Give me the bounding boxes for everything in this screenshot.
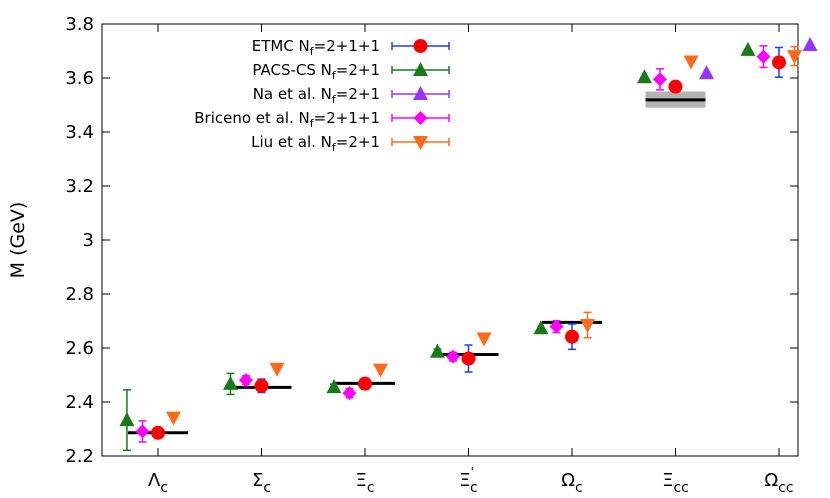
legend-sub: f (332, 141, 337, 154)
etmc-point (254, 378, 269, 393)
liu-et-al-point (787, 50, 803, 65)
liu-et-al-point (166, 411, 182, 426)
legend-prefix: ETMC N (252, 37, 310, 55)
y-tick-label: 3.2 (65, 176, 94, 197)
pacs-cs-point (740, 41, 756, 56)
category-base: Ξ (459, 470, 470, 491)
legend-suffix: =2+1 (336, 61, 380, 79)
category-sub: c (470, 480, 478, 496)
x-tick-label: Ωc (561, 470, 582, 496)
legend-label: ETMC Nf=2+1+1 (252, 37, 380, 58)
x-tick-label: Ωcc (764, 470, 793, 496)
legend-suffix: =2+1+1 (314, 109, 380, 127)
liu-et-al-point (476, 332, 492, 347)
x-tick-label: Λc (148, 470, 168, 496)
legend-label: PACS-CS Nf=2+1 (252, 61, 380, 82)
category-sub: cc (778, 480, 793, 496)
legend-sub: f (332, 93, 337, 106)
legend-sub: f (310, 117, 315, 130)
legend-label: Na et al. Nf=2+1 (253, 85, 380, 106)
liu-et-al-point (269, 362, 285, 377)
legend-suffix: =2+1+1 (314, 37, 380, 55)
category-sub: cc (673, 480, 688, 496)
x-tick-label: Σc (252, 470, 271, 496)
legend-sub: f (332, 69, 337, 82)
category-base: Ξ (662, 470, 673, 491)
category-base: Ω (764, 470, 778, 491)
category-base: Ξ (355, 470, 366, 491)
y-tick-label: 2.8 (65, 284, 94, 305)
category-sub: c (367, 480, 375, 496)
etmc-point (565, 329, 579, 344)
pacs-cs-point (119, 412, 135, 427)
x-tick-label: Ξ'c (459, 465, 477, 496)
y-tick-label: 2.6 (65, 338, 94, 359)
etmc-point (772, 55, 786, 70)
legend-suffix: =2+1 (336, 85, 380, 103)
pacs-cs-point (533, 320, 549, 335)
plot-frame (101, 23, 799, 457)
liu-et-al-point (373, 363, 389, 378)
na-et-al-point (699, 65, 715, 80)
briceno-et-al-point (445, 349, 460, 364)
legend-marker (413, 136, 428, 150)
pacs-cs-point (429, 343, 445, 358)
pacs-cs-point (222, 375, 238, 390)
legend-marker (413, 62, 428, 76)
legend-marker (413, 39, 428, 53)
y-tick-label: 3 (83, 230, 94, 251)
etmc-point (358, 376, 372, 391)
y-tick-label: 3.4 (65, 122, 94, 143)
etmc-point (461, 351, 476, 366)
x-tick-label: Ξcc (662, 470, 689, 496)
legend-prefix: Briceno et al. N (194, 109, 310, 127)
y-axis-title: M (GeV) (7, 202, 29, 279)
legend-prefix: Liu et al. N (251, 133, 332, 151)
etmc-point (668, 79, 683, 94)
pacs-cs-point (636, 69, 652, 84)
etmc-point (151, 425, 165, 440)
y-tick-label: 3.6 (65, 68, 94, 89)
legend-suffix: =2+1 (336, 133, 380, 151)
category-base: Σ (252, 470, 263, 491)
legend-prefix: PACS-CS N (252, 61, 331, 79)
pacs-cs-point (326, 379, 342, 394)
briceno-et-al-point (238, 373, 253, 388)
briceno-et-al-point (652, 72, 667, 87)
na-et-al-point (802, 37, 818, 52)
legend-marker (413, 86, 428, 100)
legend-sub: f (310, 45, 315, 58)
legend-prefix: Na et al. N (253, 85, 332, 103)
category-sup: ' (471, 465, 474, 479)
briceno-et-al-point (756, 49, 771, 64)
briceno-et-al-point (342, 386, 357, 401)
briceno-et-al-point (549, 319, 564, 334)
data-points (119, 37, 818, 452)
y-ticks: 2.2 2.4 2.6 2.8 3 3.2 3.4 3.6 3.8 (65, 14, 798, 467)
legend-label: Liu et al. Nf=2+1 (251, 133, 380, 154)
category-base: Λ (148, 470, 161, 491)
y-tick-label: 2.4 (65, 392, 94, 413)
liu-et-al-point (580, 319, 596, 334)
category-sub: c (263, 480, 271, 496)
liu-et-al-point (683, 55, 699, 70)
y-tick-label: 3.8 (65, 14, 94, 35)
x-tick-label: Ξc (355, 470, 374, 496)
category-sub: c (575, 480, 583, 496)
y-tick-label: 2.2 (65, 446, 94, 467)
legend-label: Briceno et al. Nf=2+1+1 (194, 109, 380, 130)
category-sub: c (160, 480, 168, 496)
briceno-et-al-point (135, 424, 150, 439)
legend-marker (413, 111, 428, 125)
category-base: Ω (561, 470, 575, 491)
